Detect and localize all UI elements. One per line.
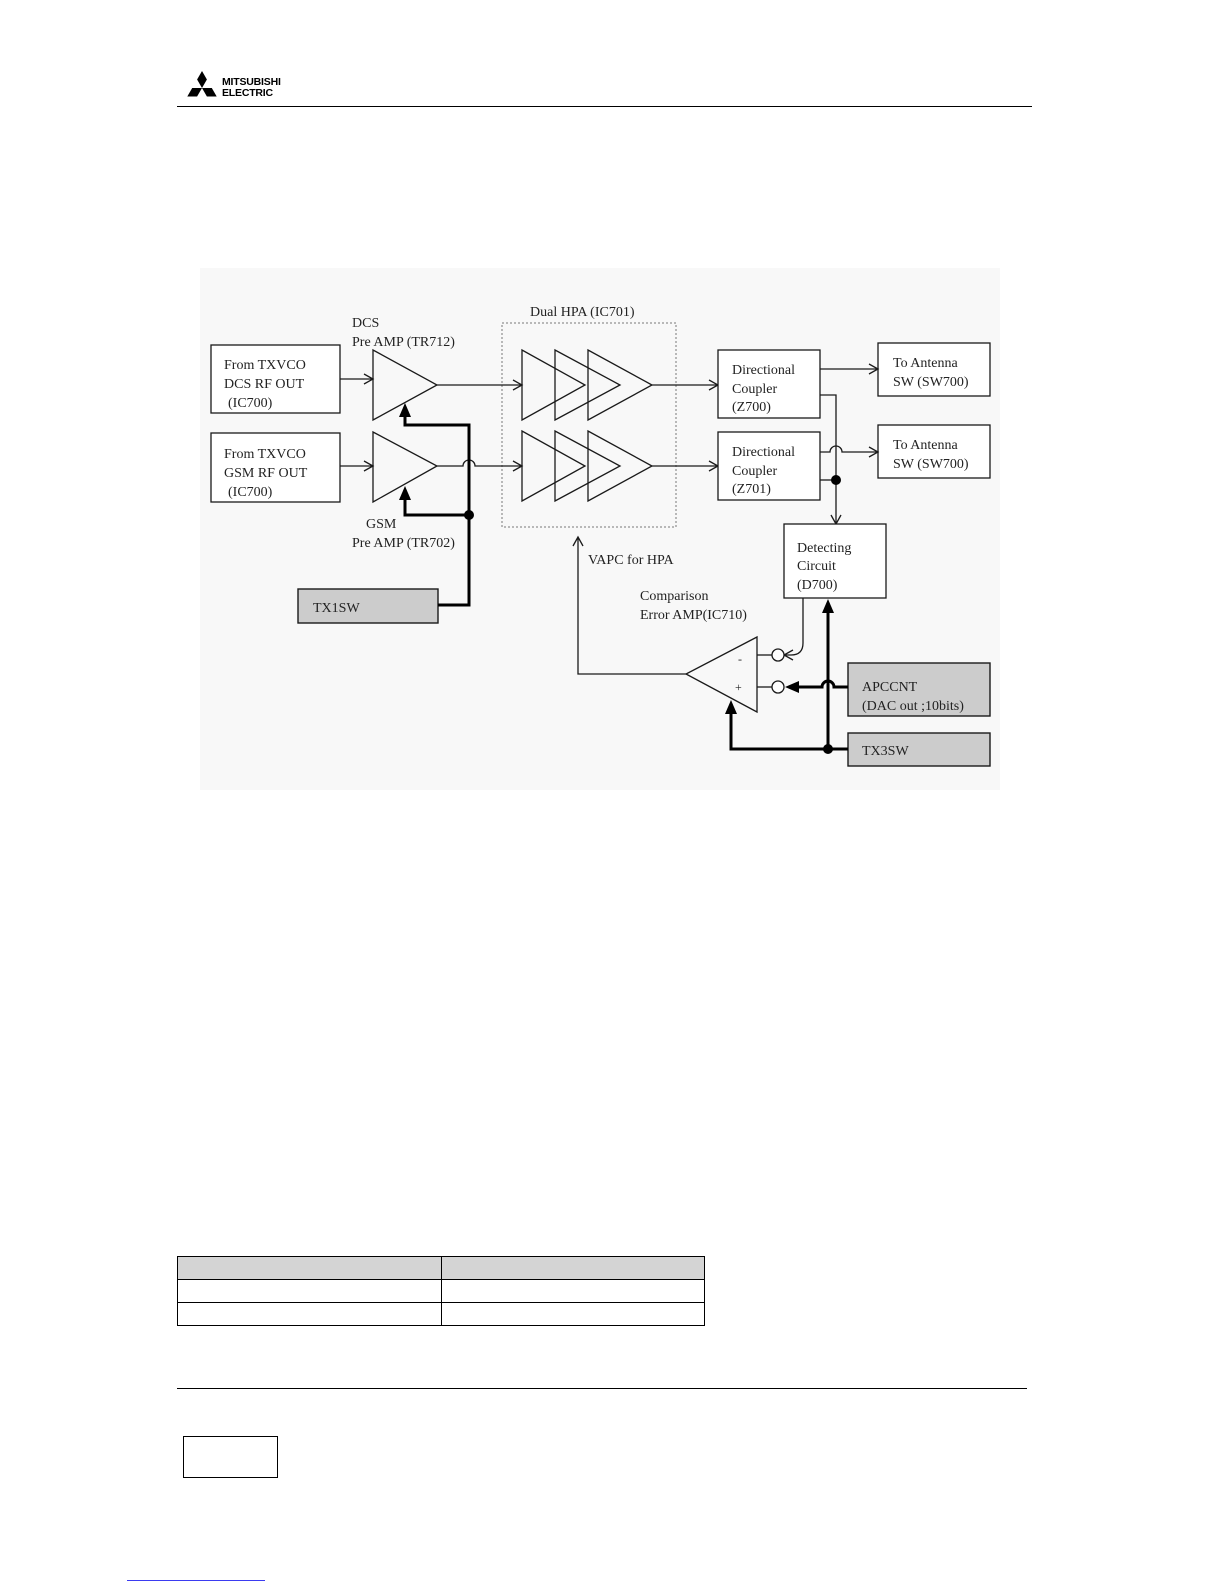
detector-box xyxy=(783,523,887,599)
apccnt-arrow xyxy=(785,681,799,693)
page-number-box xyxy=(183,1436,278,1478)
hpa-label: Dual HPA (IC701) xyxy=(530,305,635,320)
gsm-preamp-label-1: GSM xyxy=(366,517,397,532)
tx1sw-label: TX1SW xyxy=(313,601,360,616)
antenna-sw-dcs-line-1: To Antenna xyxy=(893,356,959,371)
tx1sw-control-line xyxy=(403,415,471,607)
footer-rule xyxy=(177,1388,1027,1389)
header-rule xyxy=(177,106,1032,107)
coupler-z700-line-3: (Z700) xyxy=(732,400,771,415)
table-row xyxy=(177,1279,705,1303)
gsm-source-box xyxy=(210,432,341,503)
dcs-source-line-1: From TXVCO xyxy=(224,358,306,373)
table-cell xyxy=(440,1279,705,1303)
gsm-preamp-output-arrow xyxy=(512,460,524,472)
coupler-z701-box xyxy=(717,431,821,501)
transmitter-block-diagram: Dual HPA (IC701) From TXVCO DCS RF OUT (… xyxy=(210,305,991,767)
error-amp-minus-sign: - xyxy=(738,652,742,666)
brand-name: MITSUBISHI ELECTRIC xyxy=(222,77,281,99)
dcs-preamp-label-2: Pre AMP (TR712) xyxy=(352,335,455,350)
brand-line-1: MITSUBISHI xyxy=(222,76,281,88)
detector-line-2: Circuit xyxy=(797,559,836,574)
vapc-label: VAPC for HPA xyxy=(588,553,674,568)
coupler-z700-box xyxy=(717,349,821,419)
brand-line-2: ELECTRIC xyxy=(222,87,273,99)
tx1sw-box xyxy=(297,588,439,624)
vapc-line xyxy=(577,538,686,675)
detector-line-1: Detecting xyxy=(797,541,851,556)
detector-output-line xyxy=(785,598,804,656)
vapc-arrow xyxy=(572,535,584,547)
dcs-preamp-output-arrow xyxy=(512,379,524,391)
coupled-junction-dot xyxy=(831,475,841,485)
dcs-source-line-3: (IC700) xyxy=(228,396,273,411)
logo-right-diamond xyxy=(202,88,217,97)
table-header-row xyxy=(177,1256,705,1280)
z700-antenna-arrow xyxy=(868,363,880,375)
gsm-input-arrow xyxy=(363,460,375,472)
logo-left-diamond xyxy=(187,88,202,97)
dcs-preamp-label-1: DCS xyxy=(352,316,379,331)
gsm-preamp-label-2: Pre AMP (TR702) xyxy=(352,536,455,551)
logo-top-diamond xyxy=(197,71,207,88)
dual-hpa-box xyxy=(501,322,677,528)
spec-table xyxy=(177,1256,705,1326)
tx3sw-label: TX3SW xyxy=(862,744,909,759)
coupler-z700-line-1: Directional xyxy=(732,363,795,378)
dcs-source-line-2: DCS RF OUT xyxy=(224,377,305,392)
coupler-z701-line-1: Directional xyxy=(732,445,795,460)
dcs-preamp-control-arrow xyxy=(399,403,411,417)
error-amp-plus-sign: + xyxy=(735,680,742,694)
z701-antenna-arrow xyxy=(868,446,880,458)
table-cell xyxy=(177,1302,442,1326)
table-cell xyxy=(177,1279,442,1303)
tx3sw-box xyxy=(847,732,991,767)
coupler-z701-line-2: Coupler xyxy=(732,464,777,479)
antenna-sw-dcs-line-2: SW (SW700) xyxy=(893,375,969,390)
tx3sw-control-line xyxy=(729,714,848,751)
gsm-source-line-1: From TXVCO xyxy=(224,447,306,462)
plus-input-terminal xyxy=(771,680,785,694)
table-header-cell xyxy=(177,1256,442,1280)
hpa-gsm-stage-3 xyxy=(587,429,654,503)
table-cell xyxy=(440,1302,705,1326)
apccnt-label-2: (DAC out ;10bits) xyxy=(862,699,964,714)
gsm-preamp-triangle xyxy=(372,430,439,504)
error-amp-label-2: Error AMP(IC710) xyxy=(640,608,747,623)
gsm-preamp-control-line xyxy=(403,498,469,517)
table-row xyxy=(177,1302,705,1326)
mitsubishi-logo-icon xyxy=(187,71,217,97)
gsm-source-line-3: (IC700) xyxy=(228,485,273,500)
minus-input-terminal xyxy=(771,648,785,662)
apccnt-label-1: APCCNT xyxy=(862,680,918,695)
antenna-sw-gsm-line-2: SW (SW700) xyxy=(893,457,969,472)
dcs-preamp-triangle xyxy=(372,348,439,422)
apccnt-box xyxy=(847,662,991,717)
antenna-sw-gsm-line-1: To Antenna xyxy=(893,438,959,453)
error-amp-control-arrow xyxy=(725,700,737,714)
coupler-z700-line-2: Coupler xyxy=(732,382,777,397)
detector-control-arrow xyxy=(822,599,834,613)
gsm-preamp-control-arrow xyxy=(399,486,411,500)
dcs-source-box xyxy=(210,344,341,414)
error-amp-label-1: Comparison xyxy=(640,589,708,604)
detector-line-3: (D700) xyxy=(797,578,838,593)
antenna-sw-gsm-box xyxy=(877,424,991,479)
dcs-input-arrow xyxy=(363,373,375,385)
link-underline[interactable] xyxy=(127,1580,265,1581)
table-header-cell xyxy=(440,1256,705,1280)
hpa-dcs-stage-3 xyxy=(587,348,654,422)
gsm-source-line-2: GSM RF OUT xyxy=(224,466,308,481)
error-amp-triangle xyxy=(684,635,758,714)
coupler-z701-line-3: (Z701) xyxy=(732,482,771,497)
